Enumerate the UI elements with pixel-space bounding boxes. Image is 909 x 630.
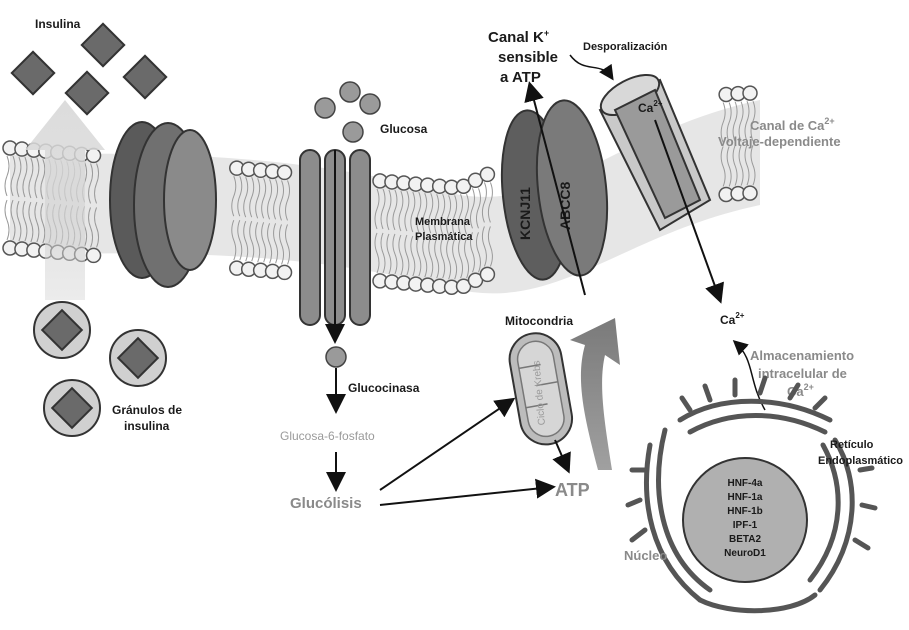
- nucleo-label: Núcleo: [624, 548, 667, 563]
- insulin-molecules: [12, 24, 166, 114]
- glucolisis-label: Glucólisis: [290, 495, 362, 512]
- phospholipid-head: [87, 148, 101, 162]
- atp-label: ATP: [555, 480, 590, 500]
- gene-item: IPF-1: [733, 520, 758, 531]
- canal-ca-label-2: Voltaje-dependiente: [718, 134, 841, 149]
- phospholipid-head: [480, 267, 494, 281]
- gene-item: BETA2: [729, 534, 761, 545]
- canal-k-label-1: Canal K+: [488, 28, 549, 46]
- granulos-label-1: Gránulos de: [112, 403, 182, 417]
- membrana-label-1: Membrana: [415, 216, 471, 228]
- left-channel: [110, 122, 216, 287]
- glucosa6-label: Glucosa-6-fosfato: [280, 429, 375, 443]
- glucocinasa-label: Glucocinasa: [348, 381, 420, 395]
- granulos-label-2: insulina: [124, 419, 170, 433]
- atp-arrow: [570, 318, 620, 470]
- canal-k-label-3: a ATP: [500, 69, 541, 86]
- insulina-label: Insulina: [35, 17, 81, 31]
- gene-item: HNF-1b: [727, 506, 763, 517]
- phospholipid-head: [743, 86, 757, 100]
- gene-item: HNF-4a: [727, 478, 762, 489]
- phospholipid-head: [278, 265, 292, 279]
- reticulo-label-1: Retículo: [830, 439, 874, 451]
- ca-intracellular: Ca2+: [720, 311, 745, 327]
- abcc8-label: ABCC8: [557, 182, 573, 230]
- phospholipid-tail: [5, 156, 9, 240]
- phospholipid-head: [480, 167, 494, 181]
- phospholipid-head: [743, 186, 757, 200]
- kcnj11-label: KCNJ11: [517, 187, 533, 240]
- glucosa-label: Glucosa: [380, 122, 428, 136]
- mitocondria-label: Mitocondria: [505, 314, 573, 328]
- phospholipid-head: [278, 165, 292, 179]
- phospholipid-head: [87, 248, 101, 262]
- membrana-label-2: Plasmática: [415, 231, 473, 243]
- desporalizacion-label: Desporalización: [583, 41, 668, 53]
- gene-item: NeuroD1: [724, 548, 766, 559]
- almacenamiento-label-1: Almacenamiento: [750, 348, 854, 363]
- gene-item: HNF-1a: [727, 492, 762, 503]
- canal-ca-label-1: Canal de Ca2+: [750, 116, 835, 133]
- reticulo-label-2: Endoplasmático: [818, 455, 903, 467]
- canal-k-label-2: sensible: [498, 49, 558, 66]
- almacenamiento-label-2: intracelular de: [758, 366, 847, 381]
